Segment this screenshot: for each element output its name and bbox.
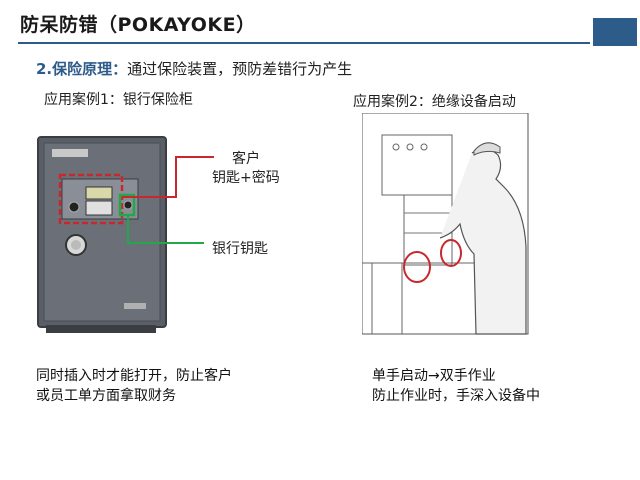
customer-label-line2: 钥匙+密码: [212, 170, 280, 186]
case1-desc-line1: 同时插入时才能打开，防止客户: [36, 368, 232, 384]
case2-desc-line2: 防止作业时，手深入设备中: [372, 388, 540, 404]
page-title: 防呆防错（POKAYOKE）: [20, 14, 256, 36]
insulated-equipment-illustration: [362, 113, 529, 335]
principle-text: 通过保险装置，预防差错行为产生: [127, 60, 353, 78]
case1-title: 应用案例1：银行保险柜: [44, 92, 193, 108]
bank-safe-illustration: [37, 136, 214, 333]
case2-desc-line1: 单手启动→双手作业: [372, 368, 496, 384]
case1-desc-line2: 或员工单方面拿取财务: [36, 388, 176, 404]
principle-line: 2.保险原理：通过保险装置，预防差错行为产生: [36, 58, 352, 79]
case2-description: 单手启动→双手作业 防止作业时，手深入设备中: [372, 366, 540, 406]
bank-key-label: 银行钥匙: [212, 241, 268, 257]
customer-label-line1: 客户: [232, 151, 260, 167]
corner-accent-block: [593, 18, 637, 46]
case2-title: 应用案例2：绝缘设备启动: [353, 94, 516, 110]
case1-description: 同时插入时才能打开，防止客户 或员工单方面拿取财务: [36, 366, 232, 406]
title-divider: [18, 42, 590, 44]
principle-heading: 2.保险原理：: [36, 60, 128, 78]
